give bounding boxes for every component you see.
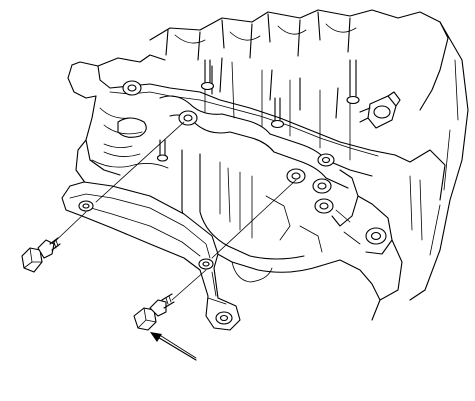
flange-bolt-holes [178,110,387,245]
stud-group [156,59,360,162]
engine-block [67,9,469,321]
stiffener-bracket [61,181,241,331]
sensor-plug [359,91,401,129]
left-mount-boss [103,80,147,157]
bolt-left [21,237,61,273]
pointer-arrow [150,332,197,361]
bolt-lower [133,293,175,331]
